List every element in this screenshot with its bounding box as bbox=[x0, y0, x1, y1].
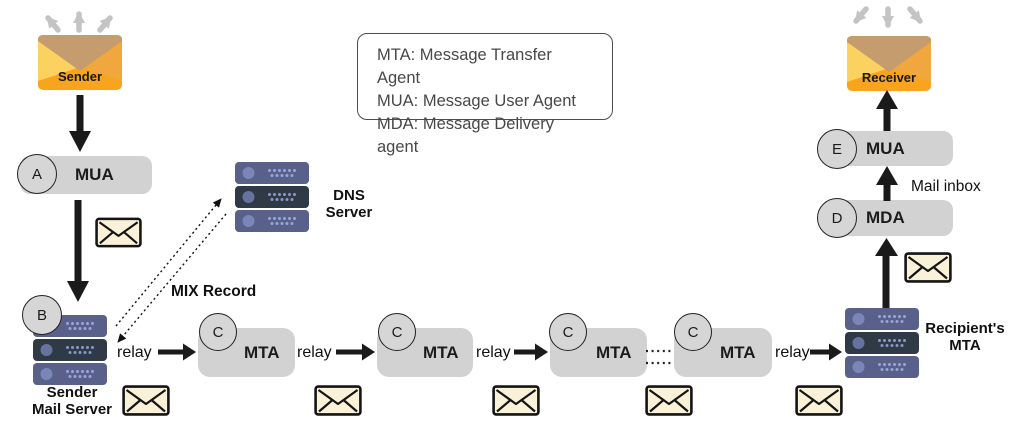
label-line: Server bbox=[325, 204, 373, 221]
mail-envelope-icon bbox=[95, 217, 142, 248]
chain-continuation-dots bbox=[646, 349, 672, 365]
badge-e-letter: E bbox=[831, 140, 842, 158]
relay-label-3: relay bbox=[476, 344, 511, 361]
legend-box: MTA: Message Transfer Agent MUA: Message… bbox=[357, 33, 613, 156]
badge-c-2: C bbox=[378, 313, 416, 351]
recipient-mta-label: Recipient's MTA bbox=[917, 320, 1013, 354]
legend-line-mda: MDA: Message Delivery agent bbox=[377, 115, 554, 156]
relay-label-4: relay bbox=[775, 344, 810, 361]
badge-a: A bbox=[17, 154, 57, 194]
flow-arrows bbox=[67, 90, 898, 361]
badge-c-1: C bbox=[199, 313, 237, 351]
legend-line-mua: MUA: Message User Agent bbox=[377, 92, 576, 110]
broadcast-arrows-sender-icon bbox=[45, 11, 113, 33]
label-line: DNS bbox=[333, 187, 365, 204]
badge-d-letter: D bbox=[831, 209, 843, 227]
mail-envelope-icon bbox=[492, 385, 540, 416]
badge-b-letter: B bbox=[36, 306, 47, 324]
arrow-mta-to-mda bbox=[875, 238, 898, 309]
badge-c-letter: C bbox=[687, 323, 699, 341]
arrow-mua-to-mailserver bbox=[67, 200, 89, 302]
sender-envelope: Sender bbox=[38, 35, 122, 90]
broadcast-arrows-receiver-icon bbox=[853, 6, 923, 28]
mta-label: MTA bbox=[423, 342, 459, 362]
label-line: MTA bbox=[949, 337, 981, 354]
label-line: Sender bbox=[46, 384, 98, 401]
label-line: Mail Server bbox=[31, 401, 113, 418]
receiver-envelope: Receiver bbox=[847, 36, 931, 91]
mail-envelope-icon bbox=[904, 252, 952, 283]
recipient-mta-server-icon bbox=[845, 308, 919, 378]
badge-a-letter: A bbox=[31, 165, 42, 183]
badge-e: E bbox=[817, 129, 857, 169]
dns-server-icon bbox=[235, 162, 309, 232]
mail-envelope-icon bbox=[645, 385, 693, 416]
relay-label-2: relay bbox=[297, 344, 332, 361]
receiver-label: Receiver bbox=[861, 70, 917, 85]
badge-c-letter: C bbox=[562, 323, 574, 341]
arrow-relay-4 bbox=[810, 343, 842, 361]
mail-envelope-icon bbox=[314, 385, 362, 416]
envelope-icon bbox=[847, 36, 931, 91]
mail-envelope-icon bbox=[795, 385, 843, 416]
badge-c-3: C bbox=[549, 313, 587, 351]
mail-envelope-icon bbox=[122, 385, 170, 416]
arrow-sender-to-mua bbox=[69, 95, 91, 152]
mta-node-3: MTA bbox=[550, 328, 647, 377]
badge-c-letter: C bbox=[212, 323, 224, 341]
mta-label: MTA bbox=[244, 342, 280, 362]
legend-line-mta: MTA: Message Transfer Agent bbox=[377, 46, 552, 87]
label-line: Recipient's bbox=[925, 320, 1005, 337]
mail-inbox-label: Mail inbox bbox=[911, 178, 981, 195]
mix-record-label: MIX Record bbox=[171, 283, 257, 300]
envelope-icon bbox=[38, 35, 122, 90]
badge-c-letter: C bbox=[391, 323, 403, 341]
dns-server-label: DNS Server bbox=[317, 187, 381, 221]
sender-mail-server-label: Sender Mail Server bbox=[21, 384, 123, 418]
mda-d-label: MDA bbox=[866, 208, 905, 227]
mua-a-label: MUA bbox=[75, 165, 114, 184]
arrow-relay-2 bbox=[336, 343, 375, 361]
badge-c-4: C bbox=[674, 313, 712, 351]
mda-d-node: MDA bbox=[836, 200, 953, 236]
badge-b: B bbox=[22, 295, 62, 335]
arrow-mua-to-receiver bbox=[876, 90, 898, 131]
badge-d: D bbox=[817, 198, 857, 238]
relay-label-1: relay bbox=[117, 344, 152, 361]
arrow-relay-3 bbox=[514, 343, 548, 361]
sender-label: Sender bbox=[57, 69, 103, 84]
mta-label: MTA bbox=[596, 342, 632, 362]
arrow-relay-1 bbox=[158, 343, 196, 361]
mta-label: MTA bbox=[720, 342, 756, 362]
mua-e-label: MUA bbox=[866, 138, 905, 158]
arrow-mda-to-mua bbox=[876, 166, 898, 201]
